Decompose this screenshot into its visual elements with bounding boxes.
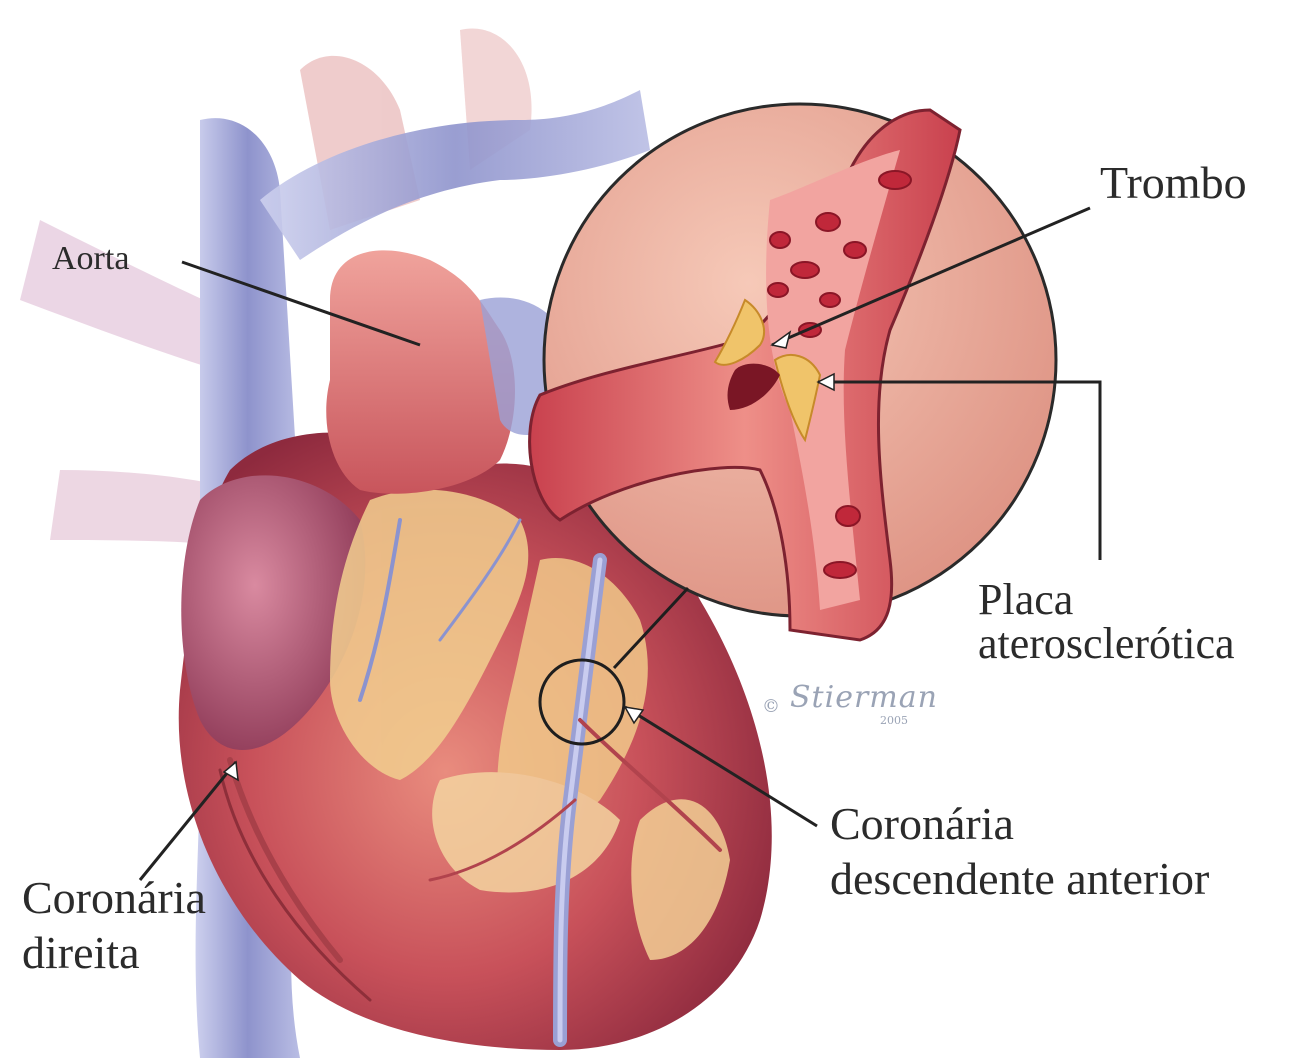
label-aorta: Aorta [52,242,129,276]
signature-year: 2005 [880,714,908,727]
signature-name: Stierman [790,680,938,715]
aorta [326,250,515,493]
label-trombo: Trombo [1100,160,1247,206]
label-placa-line1: Placa [978,578,1235,622]
label-cda-line2: descendente anterior [830,851,1209,906]
label-coronaria-descendente-anterior: Coronária descendente anterior [830,796,1209,906]
label-placa-line2: aterosclerótica [978,622,1235,666]
label-cd-line1: Coronária [22,870,206,925]
copyright-symbol: © [762,696,780,717]
label-cda-line1: Coronária [830,796,1209,851]
label-placa-aterosclerotica: Placa aterosclerótica [978,578,1235,666]
label-cd-line2: direita [22,925,206,980]
label-coronaria-direita: Coronária direita [22,870,206,980]
